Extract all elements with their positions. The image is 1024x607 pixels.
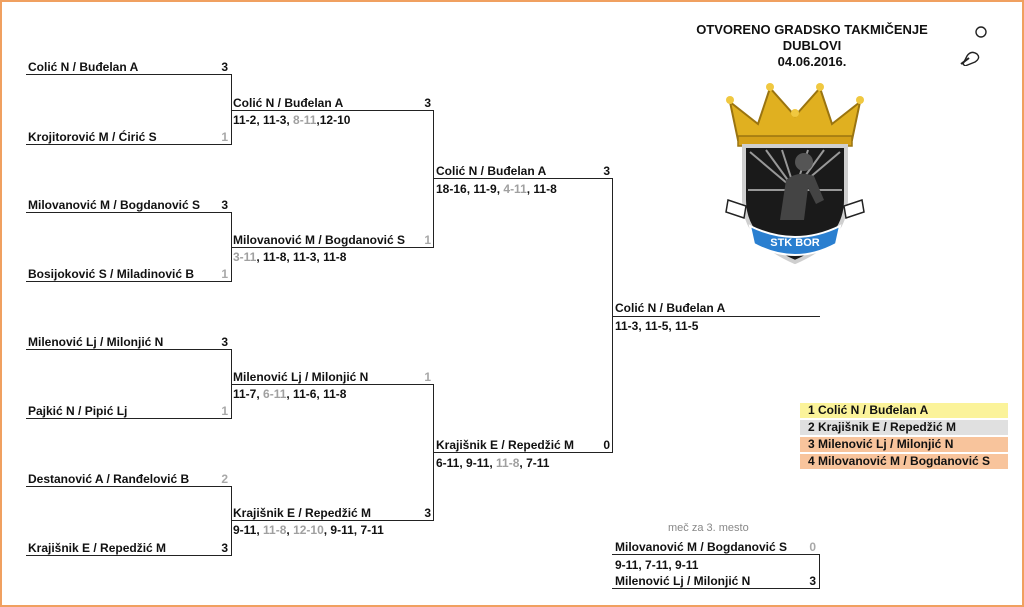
ping-pong-icon	[960, 26, 987, 66]
r2-team-2: Milovanović M / Bogdanović S	[233, 233, 406, 247]
r1-line-2	[26, 144, 232, 145]
r1-line-3	[26, 212, 232, 213]
r2-score-3: 1	[424, 370, 431, 384]
r2-line-1	[231, 110, 434, 111]
r3-sets-2: 6-11, 9-11, 11-8, 7-11	[436, 456, 550, 470]
r1-connector-b	[231, 212, 232, 281]
third-line-2	[612, 588, 820, 589]
r2-line-2	[231, 247, 434, 248]
r1-team-8: Krajišnik E / Repedžić M	[28, 541, 167, 555]
r3-line-1	[433, 178, 613, 179]
r3-connector	[612, 178, 613, 452]
third-connector	[819, 554, 820, 588]
tournament-title: OTVORENO GRADSKO TAKMIČENJE DUBLOVI 04.0…	[652, 22, 972, 70]
third-score-2: 3	[809, 574, 816, 588]
r3-team-1: Colić N / Buđelan A	[436, 164, 547, 178]
r1-connector-a	[231, 74, 232, 144]
r1-score-8: 3	[221, 541, 228, 555]
third-sets: 9-11, 7-11, 9-11	[615, 558, 699, 572]
standing-1: 1 Colić N / Buđelan A	[800, 403, 1008, 418]
r3-sets-1: 18-16, 11-9, 4-11, 11-8	[436, 182, 557, 196]
r2-line-3	[231, 384, 434, 385]
r2-line-4	[231, 520, 434, 521]
r2-sets-4: 9-11, 11-8, 12-10, 9-11, 7-11	[233, 523, 384, 537]
final-sets: 11-3, 11-5, 11-5	[615, 319, 699, 333]
r3-team-2: Krajišnik E / Repedžić M	[436, 438, 575, 452]
third-team-1: Milovanović M / Bogdanović S	[615, 540, 788, 554]
r2-sets-3: 11-7, 6-11, 11-6, 11-8	[233, 387, 347, 401]
r1-line-4	[26, 281, 232, 282]
r3-score-2: 0	[603, 438, 610, 452]
standing-4: 4 Milovanović M / Bogdanović S	[800, 454, 1008, 469]
final-line	[612, 316, 820, 317]
r1-line-5	[26, 349, 232, 350]
r3-line-2	[433, 452, 613, 453]
r1-team-4: Bosijoković S / Miladinović B	[28, 267, 195, 281]
r1-score-1: 3	[221, 60, 228, 74]
title-date: 04.06.2016.	[777, 54, 847, 69]
r1-connector-c	[231, 349, 232, 418]
third-place-label: meč za 3. mesto	[668, 522, 749, 534]
third-score-1: 0	[809, 540, 816, 554]
third-line-1	[612, 554, 820, 555]
r2-score-2: 1	[424, 233, 431, 247]
r1-score-4: 1	[221, 267, 228, 281]
r1-team-6: Pajkić N / Pipić Lj	[28, 404, 128, 418]
r1-team-7: Destanović A / Ranđelović B	[28, 472, 190, 486]
r2-score-4: 3	[424, 506, 431, 520]
r1-line-6	[26, 418, 232, 419]
r1-score-3: 3	[221, 198, 228, 212]
title-line-2: DUBLOVI	[782, 38, 842, 53]
r1-team-5: Milenović Lj / Milonjić N	[28, 335, 164, 349]
r2-team-4: Krajišnik E / Repedžić M	[233, 506, 372, 520]
r2-score-1: 3	[424, 96, 431, 110]
r1-score-6: 1	[221, 404, 228, 418]
r1-team-3: Milovanović M / Bogdanović S	[28, 198, 201, 212]
r1-score-2: 1	[221, 130, 228, 144]
r2-sets-1: 11-2, 11-3, 8-11,12-10	[233, 113, 351, 127]
standing-2: 2 Krajišnik E / Repedžić M	[800, 420, 1008, 435]
r1-score-7: 2	[221, 472, 228, 486]
r1-team-2: Krojitorović M / Ćirić S	[28, 130, 157, 144]
final-winner: Colić N / Buđelan A	[615, 301, 726, 315]
r1-team-1: Colić N / Buđelan A	[28, 60, 139, 74]
r2-team-1: Colić N / Buđelan A	[233, 96, 344, 110]
standing-3: 3 Milenović Lj / Milonjić N	[800, 437, 1008, 452]
logo-text: STK BOR	[770, 237, 820, 249]
r3-score-1: 3	[603, 164, 610, 178]
r1-line-8	[26, 555, 232, 556]
title-line-1: OTVORENO GRADSKO TAKMIČENJE	[696, 22, 928, 37]
r2-team-3: Milenović Lj / Milonjić N	[233, 370, 369, 384]
third-team-2: Milenović Lj / Milonjić N	[615, 574, 751, 588]
r1-score-5: 3	[221, 335, 228, 349]
stk-bor-logo-icon: STK BOR	[725, 83, 865, 265]
r1-line-1	[26, 74, 232, 75]
r2-sets-2: 3-11, 11-8, 11-3, 11-8	[233, 250, 347, 264]
r1-line-7	[26, 486, 232, 487]
